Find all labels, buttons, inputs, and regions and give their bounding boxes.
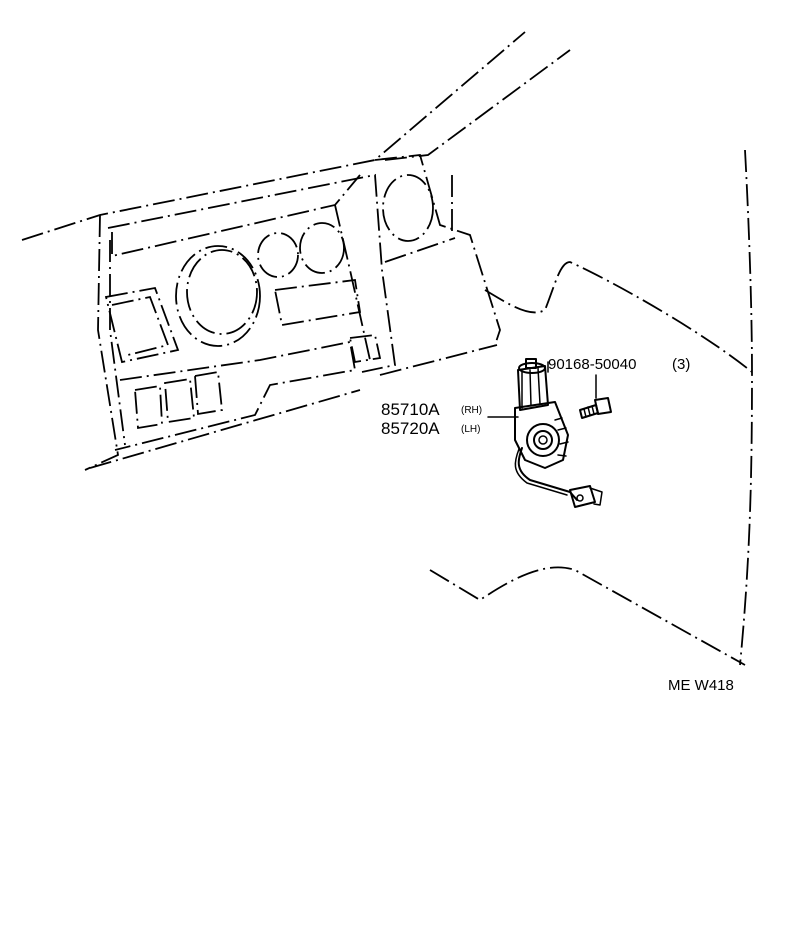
window-motor — [514, 358, 603, 508]
motor-rh-part-number: 85710A — [381, 400, 440, 419]
screw-part-number: 90168-50040 — [548, 356, 636, 373]
figure-code: ME W418 — [668, 677, 734, 694]
screw — [579, 397, 612, 419]
screw-quantity: (3) — [672, 356, 690, 373]
leader-lines — [487, 361, 597, 418]
motor-lh-side: (LH) — [461, 424, 480, 435]
motor-lh-part-number: 85720A — [381, 419, 440, 438]
dashboard-outline — [21, 31, 753, 666]
motor-rh-side: (RH) — [461, 405, 482, 416]
